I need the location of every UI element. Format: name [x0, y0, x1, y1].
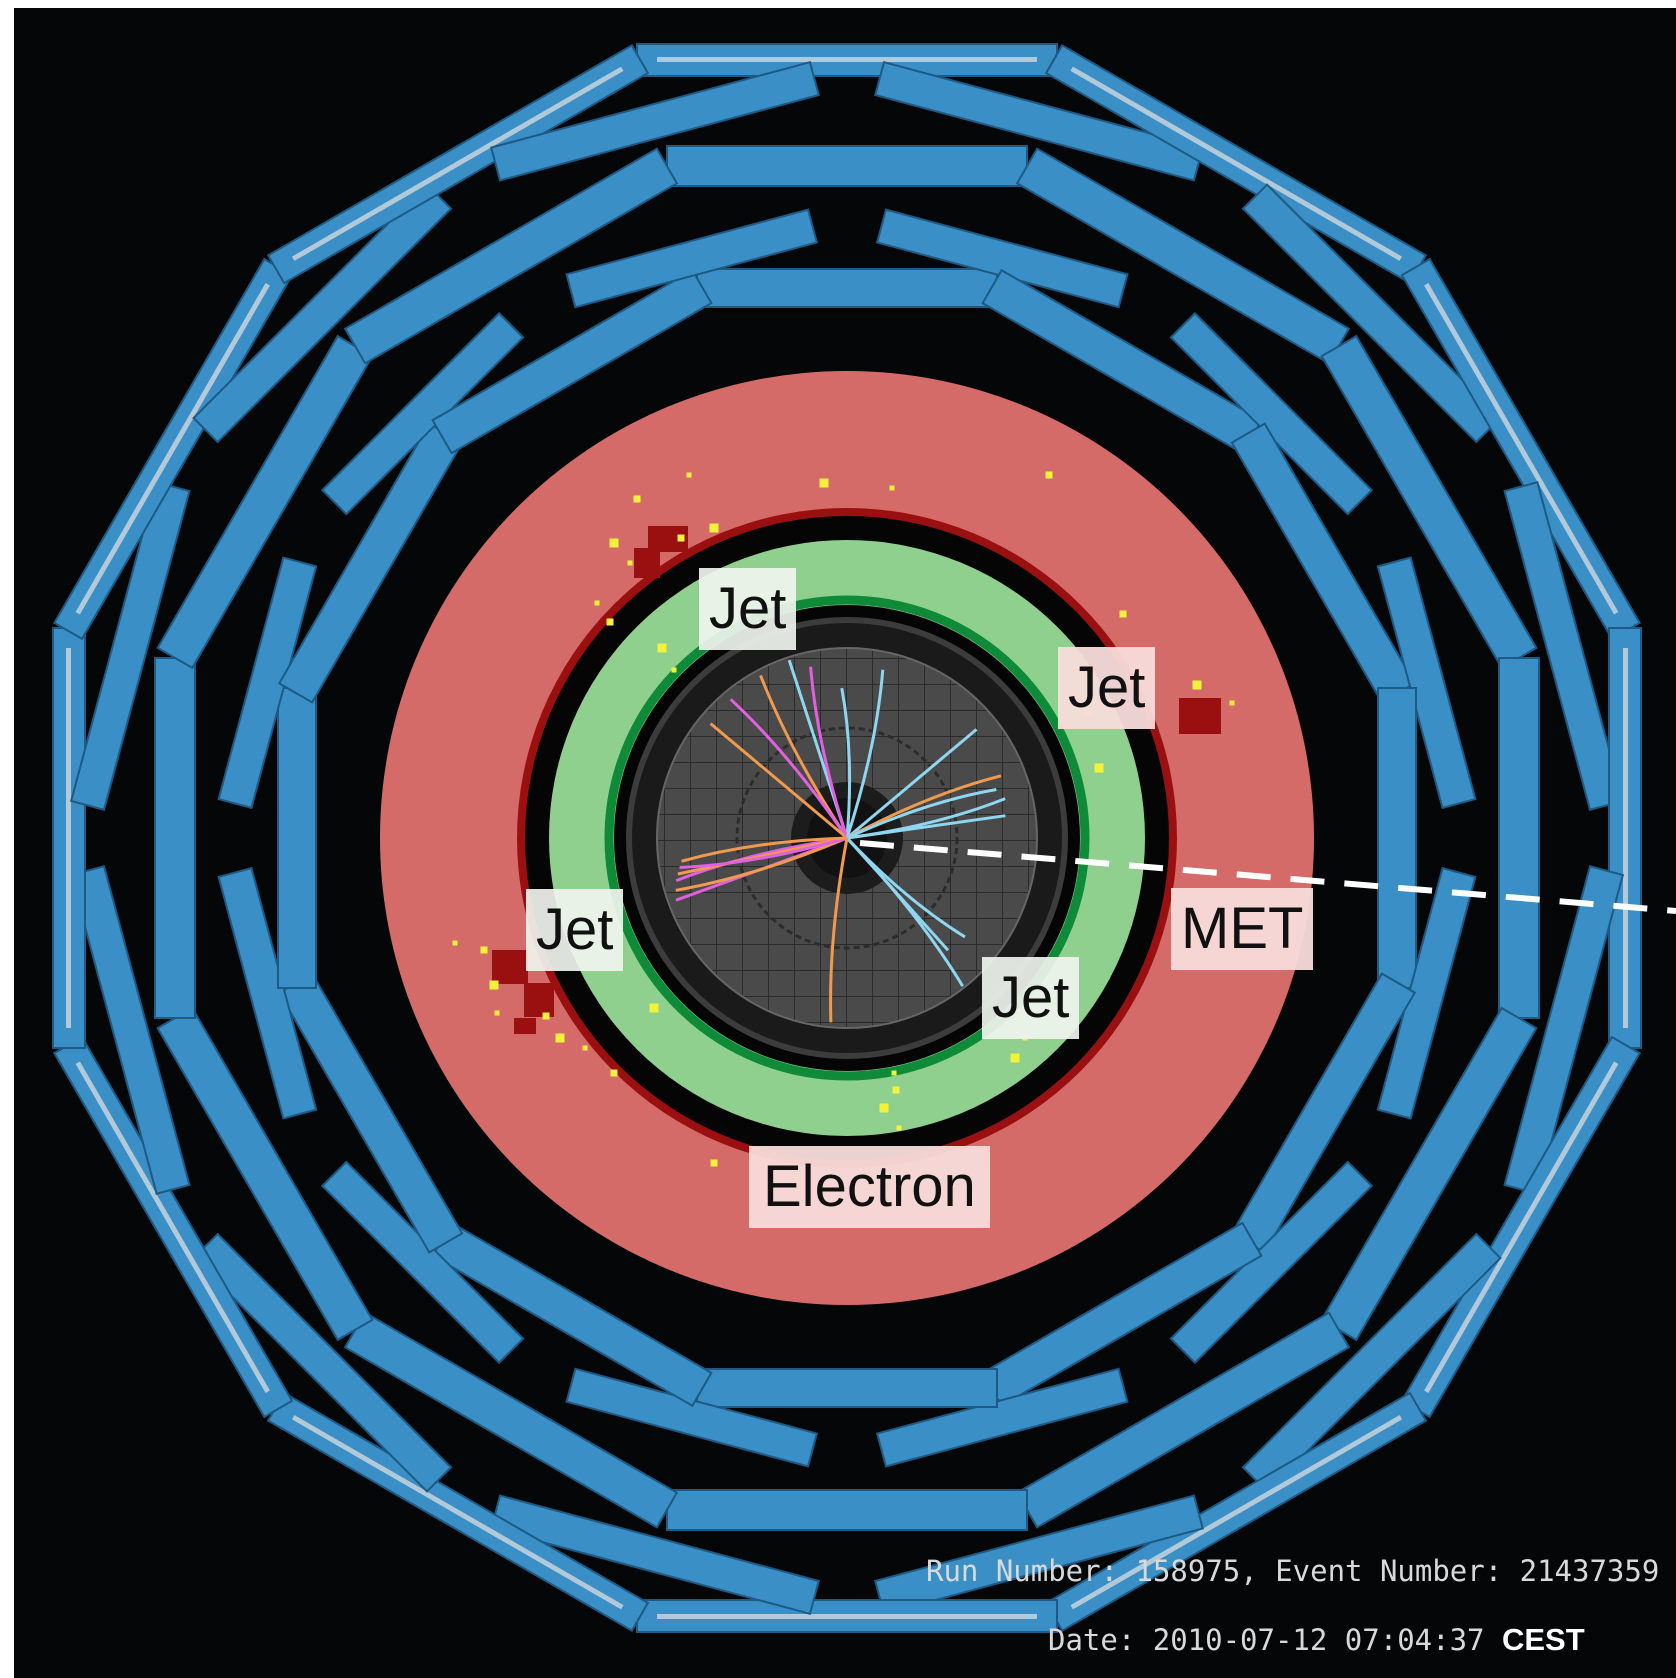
- muon-chamber-middle-offset: [1241, 1232, 1502, 1493]
- energy-hit: [542, 1012, 550, 1020]
- jet-label-top: Jet: [699, 568, 797, 650]
- muon-chamber-middle-offset: [1503, 864, 1625, 1196]
- energy-hit: [709, 523, 719, 533]
- particle-tracks: [675, 659, 1006, 1023]
- event-display: Jet Jet Jet Jet MET Electron Run Number:…: [14, 8, 1676, 1678]
- track: [681, 836, 848, 863]
- muon-chamber-middle-offset: [1503, 480, 1625, 812]
- muon-chamber-outer: [1400, 257, 1642, 641]
- track: [845, 836, 964, 987]
- track: [829, 837, 849, 1023]
- jet-label-bottom: Jet: [982, 957, 1080, 1039]
- muon-chamber-outer: [52, 257, 294, 641]
- energy-hit: [627, 560, 633, 566]
- energy-hit: [657, 643, 667, 653]
- energy-hit: [891, 1070, 897, 1076]
- track: [846, 788, 997, 840]
- met-label: MET: [1171, 888, 1314, 970]
- energy-hit: [892, 1086, 900, 1094]
- muon-chamber-middle: [343, 147, 679, 365]
- met-line: [859, 840, 1676, 914]
- muon-chamber-middle-offset: [1241, 183, 1502, 444]
- energy-hit: [606, 618, 614, 626]
- track: [846, 728, 978, 840]
- muon-chambers: [52, 43, 1642, 1633]
- muon-chamber-inner-offset: [565, 208, 819, 309]
- run-event-number: Run Number: 158975, Event Number: 214373…: [926, 1554, 1660, 1588]
- muon-chamber-outer: [636, 1599, 1058, 1633]
- track: [709, 722, 848, 840]
- energy-hit: [494, 1010, 500, 1016]
- energy-hit: [710, 1159, 718, 1167]
- muon-chamber-inner: [1377, 687, 1417, 989]
- track: [679, 836, 848, 869]
- energy-hit: [452, 940, 458, 946]
- energy-hit: [1045, 471, 1053, 479]
- muon-chamber-middle: [154, 657, 196, 1019]
- track: [729, 698, 849, 839]
- energy-hit: [489, 980, 499, 990]
- event-timezone: CEST: [1501, 1622, 1585, 1657]
- muon-chamber-middle-offset: [489, 1494, 821, 1616]
- detector-view: [52, 43, 1676, 1633]
- energy-hit: [649, 1003, 659, 1013]
- event-date: Date: 2010-07-12 07:04:37 CEST: [1048, 1622, 1585, 1658]
- energy-hit: [889, 485, 895, 491]
- muon-chamber-middle: [1498, 657, 1540, 1019]
- energy-hit: [594, 600, 600, 606]
- electron-label: Electron: [749, 1146, 990, 1228]
- energy-hit: [1119, 610, 1127, 618]
- muon-chamber-outer: [1044, 1391, 1428, 1633]
- muon-chamber-middle-offset: [69, 864, 191, 1196]
- muon-chamber-middle-offset: [192, 183, 453, 444]
- muon-chamber-middle: [666, 1489, 1028, 1531]
- energy-hit: [819, 478, 829, 488]
- muon-chamber-outer: [52, 1035, 294, 1419]
- muon-chamber-outer: [52, 627, 86, 1049]
- track: [809, 666, 849, 839]
- energy-hit: [1229, 700, 1235, 706]
- muon-chamber-middle-offset: [69, 480, 191, 812]
- energy-hit: [896, 1125, 902, 1131]
- jet-label-right: Jet: [1058, 647, 1156, 729]
- track: [845, 669, 885, 839]
- track: [675, 836, 848, 892]
- energy-hit: [480, 946, 488, 954]
- muon-chamber-inner: [277, 687, 317, 989]
- muon-chamber-outer: [1044, 43, 1428, 285]
- muon-chamber-outer: [266, 1391, 650, 1633]
- event-date-value: Date: 2010-07-12 07:04:37: [1048, 1623, 1485, 1657]
- energy-hits: [452, 471, 1235, 1167]
- muon-chamber-middle: [666, 145, 1028, 187]
- muon-chamber-outer: [266, 43, 650, 285]
- energy-hit: [677, 534, 685, 542]
- muon-chamber-middle-offset: [873, 1494, 1205, 1616]
- track: [846, 814, 1006, 840]
- energy-hit: [582, 1045, 588, 1051]
- muon-chamber-inner: [696, 1368, 998, 1408]
- em-inner-boundary: [604, 595, 1090, 1081]
- energy-hit: [555, 1033, 565, 1043]
- track: [840, 687, 852, 839]
- muon-chamber-outer: [1400, 1035, 1642, 1419]
- muon-chamber-outer: [1608, 627, 1642, 1049]
- muon-chamber-middle-offset: [489, 60, 821, 182]
- energy-hit: [1094, 763, 1104, 773]
- energy-hit: [879, 1103, 889, 1113]
- energy-hit: [671, 667, 677, 673]
- muon-chamber-inner: [431, 268, 713, 455]
- muon-chamber-inner: [696, 268, 998, 308]
- energy-hit: [1192, 680, 1202, 690]
- energy-hit: [633, 495, 641, 503]
- energy-hit: [609, 538, 619, 548]
- jet-label-left: Jet: [526, 889, 624, 971]
- energy-hit: [686, 472, 692, 478]
- energy-hit: [610, 1069, 618, 1077]
- muon-chamber-middle-offset: [192, 1232, 453, 1493]
- muon-chamber-outer: [636, 43, 1058, 77]
- energy-hit: [1010, 1053, 1020, 1063]
- muon-chamber-middle-offset: [873, 60, 1205, 182]
